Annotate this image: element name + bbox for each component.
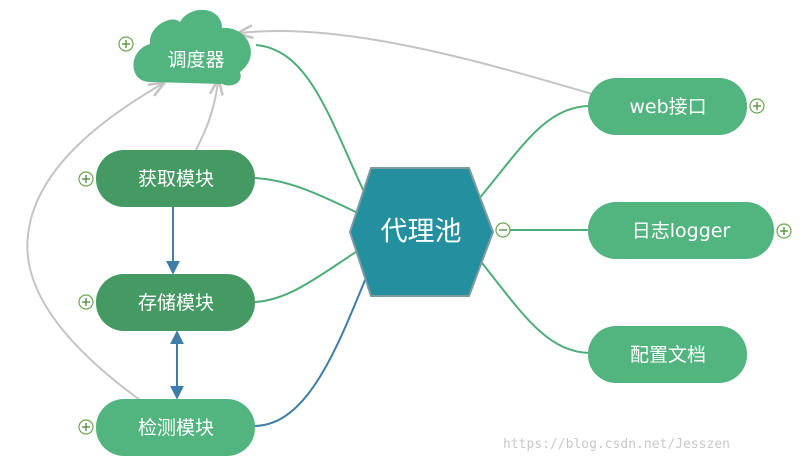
hexagon-shape bbox=[348, 167, 495, 297]
storage-module-node[interactable]: 存储模块 bbox=[96, 274, 255, 331]
cloud-icon bbox=[133, 9, 251, 86]
collapse-center-right-icon[interactable] bbox=[495, 222, 511, 238]
expand-scheduler-icon[interactable] bbox=[118, 36, 134, 52]
fetch-module-node[interactable]: 获取模块 bbox=[96, 150, 255, 207]
link-center-to-scheduler bbox=[255, 44, 367, 197]
expand-fetch-icon[interactable] bbox=[78, 171, 94, 187]
check-module-label: 检测模块 bbox=[138, 417, 214, 439]
logger-label: 日志logger bbox=[632, 220, 731, 242]
web-api-label: web接口 bbox=[629, 96, 706, 118]
expand-check-icon[interactable] bbox=[78, 419, 94, 435]
link-center-to-config bbox=[477, 257, 591, 354]
link-check-to-scheduler bbox=[26, 84, 162, 401]
expand-logger-icon[interactable] bbox=[776, 223, 792, 239]
proxy-pool-center-node[interactable]: 代理池 bbox=[348, 167, 495, 297]
link-center-to-check bbox=[254, 267, 371, 427]
expand-storage-icon[interactable] bbox=[78, 294, 94, 310]
scheduler-node[interactable]: 调度器 bbox=[133, 9, 251, 86]
link-center-to-web bbox=[477, 105, 591, 201]
logger-node[interactable]: 日志logger bbox=[588, 202, 774, 259]
config-doc-node[interactable]: 配置文档 bbox=[588, 326, 747, 383]
config-doc-label: 配置文档 bbox=[630, 344, 706, 366]
watermark-url: https://blog.csdn.net/Jesszen bbox=[503, 437, 730, 452]
check-module-node[interactable]: 检测模块 bbox=[96, 399, 255, 456]
fetch-module-label: 获取模块 bbox=[138, 168, 214, 190]
link-web-to-scheduler bbox=[240, 31, 593, 95]
storage-module-label: 存储模块 bbox=[138, 292, 214, 314]
web-api-node[interactable]: web接口 bbox=[588, 78, 747, 135]
scheduler-label: 调度器 bbox=[167, 49, 224, 71]
expand-web-icon[interactable] bbox=[749, 98, 765, 114]
center-label: 代理池 bbox=[381, 217, 462, 248]
link-center-to-storage bbox=[254, 247, 363, 303]
link-center-to-fetch bbox=[254, 177, 359, 214]
link-fetch-to-scheduler bbox=[195, 82, 218, 151]
